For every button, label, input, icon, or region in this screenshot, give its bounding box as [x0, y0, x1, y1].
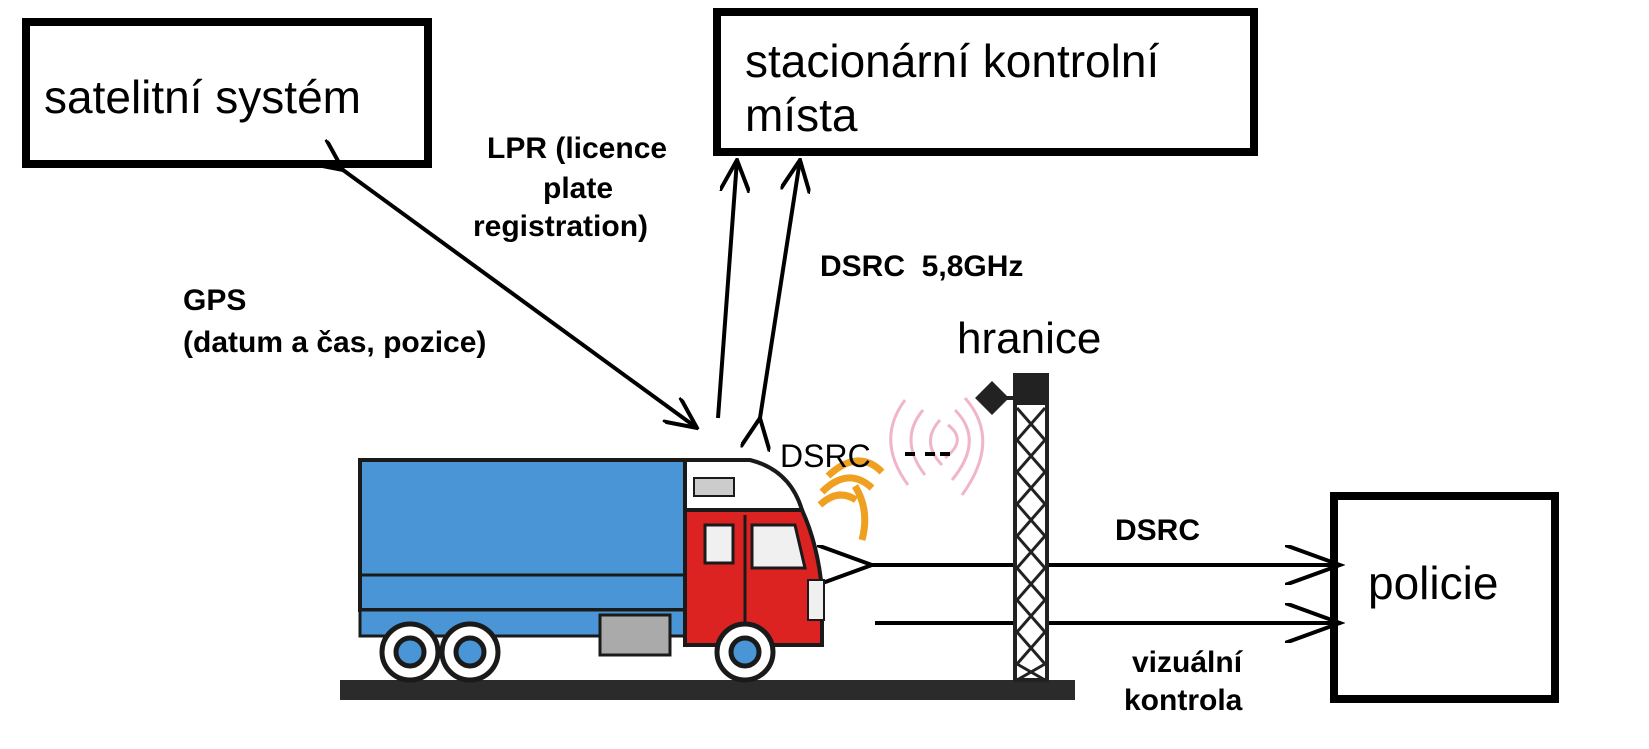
stationary-checkpoints-label-line1: stacionární kontrolní [745, 35, 1160, 87]
lpr-label-line2: plate [543, 172, 614, 205]
stationary-checkpoints-label-line2: místa [745, 89, 858, 141]
dsrc-truck-label: DSRC [780, 438, 871, 474]
gps-arrow [343, 170, 697, 428]
truck-signal-waves-icon [817, 457, 885, 541]
dsrc-58ghz-arrow [760, 160, 800, 418]
satellite-system-box [22, 18, 432, 168]
police-label: policie [1368, 557, 1499, 609]
satellite-system-label: satelitní systém [44, 71, 361, 123]
gps-label-line2: (datum a čas, pozice) [183, 326, 487, 359]
border-tower-icon [975, 373, 1049, 682]
road [340, 680, 1075, 700]
gps-label-line1: GPS [183, 284, 247, 317]
dsrc-police-label: DSRC [1115, 514, 1201, 547]
lpr-label-line3: registration) [473, 210, 649, 243]
lpr-arrow [716, 160, 737, 419]
tower-signal-waves-icon [889, 397, 985, 496]
stationary-checkpoints-box [713, 8, 1258, 156]
truck-icon [358, 458, 825, 683]
lpr-label-line1: LPR (licence [487, 132, 668, 165]
police-box [1330, 492, 1559, 703]
border-label: hranice [957, 314, 1102, 363]
dsrc-58ghz-label: DSRC 5,8GHz [820, 250, 1024, 283]
visual-control-label-line1: vizuální [1132, 646, 1243, 679]
visual-control-label-line2: kontrola [1124, 684, 1243, 717]
